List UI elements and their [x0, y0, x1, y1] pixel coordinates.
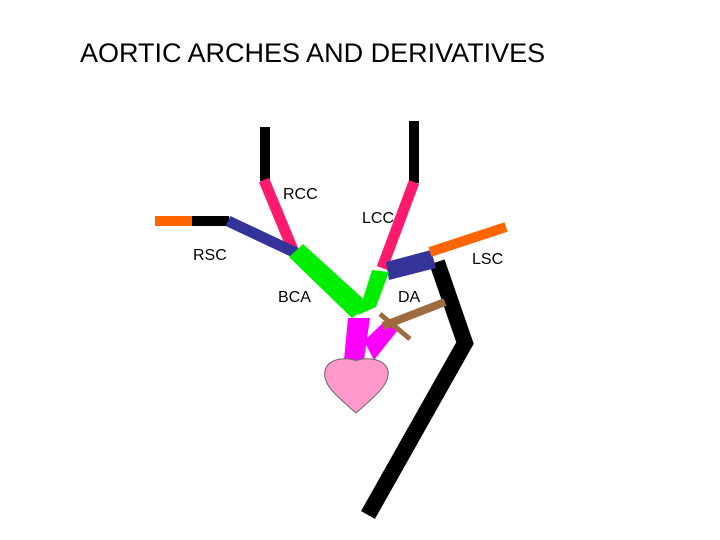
label-lcc: LCC: [362, 210, 394, 227]
right-subclavian-blue: [225, 216, 299, 258]
label-da: DA: [398, 289, 421, 306]
left-common-carotid: [376, 180, 420, 270]
right-common-carotid: [258, 177, 299, 253]
left-subclavian-blue: [386, 250, 436, 280]
label-rcc: RCC: [283, 186, 318, 203]
outflow-tract-left: [364, 318, 398, 360]
brachiocephalic-artery: [289, 244, 370, 318]
left-arch-segment: [358, 270, 389, 315]
heart-icon: [324, 358, 389, 414]
descending-aorta: [361, 259, 474, 519]
ductus-ligature: [378, 312, 412, 341]
label-rsc: RSC: [193, 247, 227, 264]
label-lsc: LSC: [472, 251, 503, 268]
left-subclavian-orange: [428, 222, 508, 257]
label-bca: BCA: [278, 289, 311, 306]
outflow-tract-right: [344, 318, 370, 360]
diagram-title: AORTIC ARCHES AND DERIVATIVES: [80, 38, 546, 68]
